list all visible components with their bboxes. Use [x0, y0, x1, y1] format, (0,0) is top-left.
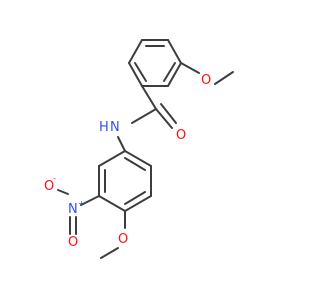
bond [155, 108, 173, 129]
atom-o-methoxy-bottom: O [118, 232, 128, 247]
bond [124, 195, 152, 212]
bond [124, 157, 146, 171]
bond [80, 195, 100, 206]
bond [214, 71, 234, 85]
bond [128, 39, 143, 64]
charge-minus: - [53, 174, 56, 183]
atom-o-carbonyl: O [176, 128, 186, 143]
bond [57, 189, 69, 195]
atom-h-amide: H [99, 120, 109, 135]
molecule-structure: O O H N O - N + O O [44, 39, 234, 259]
bond [167, 39, 182, 64]
bond [128, 62, 143, 87]
bond [180, 62, 200, 74]
bond [124, 191, 146, 205]
bottom-benzene-ring [98, 150, 152, 212]
atom-o-methoxy-top: O [201, 73, 211, 88]
atom-n-amide: N [110, 120, 120, 135]
bond [160, 103, 177, 124]
bond [124, 150, 152, 167]
bond [98, 150, 126, 167]
bond [98, 195, 126, 212]
atom-o-nitro-minus: O [44, 179, 54, 194]
top-benzene-ring [128, 39, 182, 87]
bond [167, 62, 182, 87]
atom-n-nitro: N [68, 202, 78, 217]
atom-o-nitro-double: O [68, 235, 78, 250]
bond [117, 136, 126, 152]
bond [141, 85, 157, 110]
charge-plus: + [78, 199, 85, 208]
bond [100, 247, 119, 259]
bond [163, 62, 176, 82]
bond [134, 62, 147, 82]
bond [131, 108, 157, 124]
